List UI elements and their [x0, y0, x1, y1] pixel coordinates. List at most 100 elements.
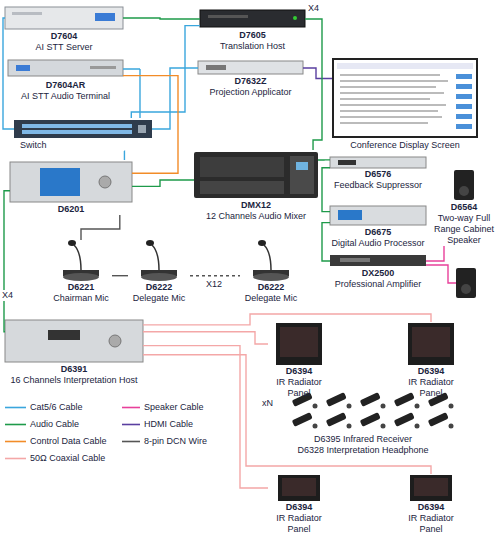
audio-processor: D6675Digital Audio Processor — [330, 205, 426, 249]
translation-host: D7605Translation Host — [200, 8, 305, 52]
second-speaker — [426, 265, 456, 283]
conference-host-device — [99, 176, 111, 188]
legend-label: HDMI Cable — [144, 419, 193, 430]
interpretation-host-device — [5, 320, 143, 362]
legend-samples — [5, 408, 140, 459]
ir-receiver-icons — [415, 404, 420, 409]
ir-radiator-panel-picture — [408, 323, 454, 365]
ir-radiator-panel: D6394IR Radiator Panel — [400, 474, 462, 533]
model-number: D6394 — [400, 366, 462, 377]
model-number: D6394 — [400, 502, 462, 513]
cable-connector — [426, 246, 444, 261]
device-label: Delegate Mic — [240, 293, 302, 304]
cable-connector — [123, 18, 200, 19]
count-label: X4 — [306, 3, 321, 14]
ir-receiver-icons — [360, 392, 381, 407]
legend-samples — [122, 424, 140, 426]
ir-radiator-panel-picture — [410, 475, 452, 501]
audio-mixer-device — [194, 152, 318, 198]
model-number: D6221 — [50, 282, 112, 293]
microphone-picture — [63, 240, 289, 281]
ir-receiver-icons — [449, 404, 454, 409]
audio-terminal: D7604ARAI STT Audio Terminal — [8, 58, 123, 102]
device-label: D6395 Infrared Receiver — [258, 434, 468, 445]
server-device — [12, 12, 42, 15]
display-screen-picture — [456, 114, 472, 119]
device-label: 16 Channels Interpretation Host — [5, 375, 143, 386]
device-label: AI STT Server — [5, 42, 123, 53]
audio-processor-device — [338, 210, 362, 220]
display-screen: Conference Display Screen — [332, 58, 478, 151]
display-screen-picture — [340, 86, 436, 88]
display-screen-picture — [333, 59, 477, 137]
display-screen-picture — [340, 122, 428, 124]
display-screen-picture — [340, 80, 448, 82]
display-screen-picture — [337, 63, 473, 69]
display-screen-picture — [456, 74, 472, 79]
audio-mixer-device — [200, 181, 284, 194]
conference-host-device — [10, 162, 132, 202]
amplifier-device — [340, 258, 370, 262]
cabinet-speaker: D6564Two-way Full Range Cabinet Speaker — [432, 170, 496, 246]
projection-applicator-device — [206, 65, 226, 70]
microphone-picture — [264, 245, 271, 270]
ir-receiver-icons — [360, 412, 381, 427]
count-label: xN — [262, 398, 273, 409]
display-screen-picture — [340, 98, 430, 100]
legend-label: Control Data Cable — [30, 436, 107, 447]
delegate-mic: D6222Delegate Mic — [128, 240, 190, 304]
interpretation-host-device — [48, 330, 80, 340]
audio-terminal-device — [8, 60, 123, 76]
legend-samples — [5, 458, 26, 460]
microphone-picture — [258, 240, 266, 246]
second-speaker — [461, 284, 471, 294]
display-screen-picture — [340, 74, 440, 76]
legend-label: Cat5/6 Cable — [30, 402, 83, 413]
network-switch: Switch — [14, 118, 152, 151]
ir-receiver-icons — [326, 412, 347, 427]
ir-receiver-icons — [313, 424, 318, 429]
audio-processor-device — [330, 206, 426, 225]
ir-radiator-panel-picture — [280, 327, 318, 357]
microphone-picture — [152, 245, 159, 270]
cable-connector — [303, 68, 332, 79]
device-label: 12 Channels Audio Mixer — [194, 211, 318, 222]
cable-connector — [318, 159, 330, 161]
cabinet-speaker — [454, 170, 474, 200]
model-number: D6564 — [432, 202, 496, 213]
cable-connector — [143, 314, 431, 325]
projection-applicator-device — [198, 61, 303, 74]
model-number: D7605 — [200, 30, 305, 41]
count-label: X12 — [206, 279, 222, 290]
feedback-suppressor-device — [330, 157, 426, 168]
ir-receiver-icons — [449, 424, 454, 429]
ir-receiver-icons — [428, 412, 449, 427]
legend-label: 50Ω Coaxial Cable — [30, 453, 105, 464]
translation-host-device — [200, 10, 305, 27]
audio-terminal-device — [90, 66, 116, 69]
model-number: D6394 — [268, 502, 330, 513]
cable-connector — [322, 168, 330, 212]
device-label: Conference Display Screen — [332, 140, 478, 151]
cable-connector — [152, 68, 198, 129]
ir-receiver-icons — [313, 404, 318, 409]
legend-samples — [5, 407, 26, 409]
delegate-mic: D6222Delegate Mic — [240, 240, 302, 304]
model-number: D6576 — [330, 169, 426, 180]
ir-receiver-group: D6395 Infrared ReceiverD6328 Interpretat… — [258, 392, 468, 456]
server-device: D7604AI STT Server — [5, 5, 123, 53]
amplifier: DX2500Professional Amplifier — [330, 254, 426, 290]
device-label: IR Radiator Panel — [400, 377, 462, 399]
translation-host-device — [200, 10, 305, 27]
ir-receiver-icons — [292, 412, 313, 427]
display-screen-picture — [456, 124, 472, 129]
cable-connector — [112, 275, 128, 276]
chairman-mic: D6221Chairman Mic — [50, 240, 112, 304]
network-switch-device — [22, 124, 132, 128]
model-number: D6675 — [330, 227, 426, 238]
audio-mixer: DMX1212 Channels Audio Mixer — [194, 150, 318, 222]
microphone-picture — [74, 245, 81, 270]
server-device — [95, 13, 115, 21]
audio-terminal-device — [8, 60, 123, 76]
cable-connector — [190, 275, 240, 276]
